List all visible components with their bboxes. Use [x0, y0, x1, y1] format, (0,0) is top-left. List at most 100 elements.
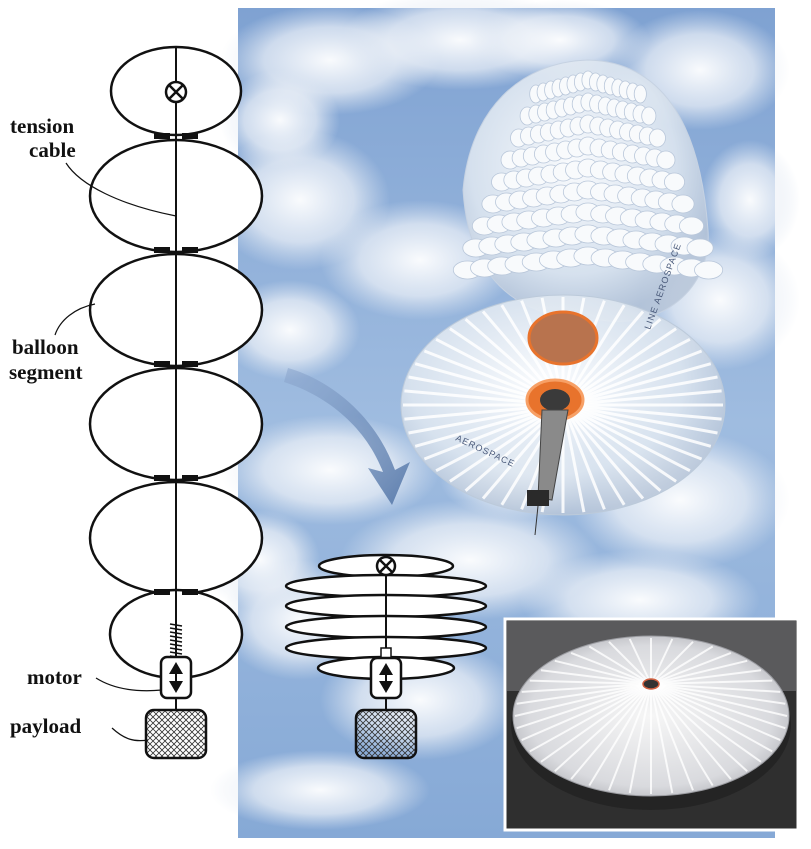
disc-rib	[628, 683, 652, 794]
balloon-cell	[686, 238, 714, 258]
balloon-rib	[562, 403, 718, 435]
disc-rib	[650, 683, 781, 693]
double-arrow-icon	[169, 662, 183, 693]
disc-rib	[650, 683, 748, 772]
segment-joint	[182, 589, 198, 595]
balloon-rib	[561, 404, 645, 500]
balloon-rib	[561, 404, 626, 506]
valve-cross	[379, 559, 393, 573]
segment-joint	[182, 475, 198, 481]
disc-rib	[650, 683, 781, 742]
balloon-cell	[679, 216, 705, 236]
label-segment: segment	[9, 360, 82, 384]
balloon-rib	[562, 403, 712, 448]
balloon-rib	[562, 389, 722, 407]
balloon-cell	[656, 150, 676, 170]
disc-rib	[516, 683, 652, 730]
disc-rib	[514, 683, 652, 717]
tether-line	[534, 505, 539, 536]
balloon-rib	[562, 403, 703, 461]
compressed-balloon-stack	[284, 553, 488, 760]
label-payload: payload	[10, 714, 82, 738]
cloud	[210, 750, 430, 830]
disc-rib	[650, 683, 762, 763]
balloon-rib	[561, 404, 606, 510]
screw-thread	[169, 643, 183, 647]
disc-rib	[516, 683, 652, 705]
segment-joint	[154, 589, 170, 595]
screw-thread	[169, 631, 183, 635]
screw-thread	[169, 627, 183, 631]
segment-joint	[154, 247, 170, 253]
disc-rib	[650, 645, 714, 685]
disc-rib	[554, 659, 652, 685]
disc-rib	[570, 651, 652, 685]
disc-rib	[540, 683, 652, 763]
disc-rib	[650, 683, 773, 753]
disc-rib	[650, 679, 773, 685]
crosshatch-box-icon	[354, 708, 418, 760]
disc-rib	[628, 638, 652, 685]
balloon-cell	[633, 84, 647, 104]
cloud	[700, 140, 800, 260]
balloon-rib	[562, 337, 691, 407]
disc-rib	[650, 669, 762, 685]
upper-hub	[527, 310, 599, 366]
balloon-rib	[562, 375, 718, 407]
disc-rib	[650, 651, 732, 685]
payload-leader	[111, 727, 149, 742]
disc-rib	[554, 683, 652, 772]
extended-balloon-stack	[88, 45, 264, 760]
balloon-segment-leader	[54, 303, 96, 336]
screw-thread	[169, 647, 183, 651]
balloon-rib	[562, 349, 703, 407]
balloon-rib	[562, 403, 691, 473]
segment-joint	[154, 475, 170, 481]
balloon-rib	[562, 362, 712, 407]
disc-rib	[650, 683, 786, 730]
disc-rib	[650, 638, 674, 685]
balloon-rib	[562, 403, 722, 421]
disc-rib	[650, 683, 674, 794]
screw-thread	[169, 623, 183, 627]
compressed-screw	[380, 647, 392, 659]
disc-rib	[650, 659, 748, 685]
cloud	[470, 0, 650, 80]
disc-rib	[570, 683, 652, 780]
segment-joint	[182, 361, 198, 367]
segment-joint	[154, 361, 170, 367]
motor-leader	[95, 677, 163, 692]
label-tension: tension	[10, 114, 75, 138]
collar-center	[540, 389, 570, 411]
motor-column	[537, 409, 569, 501]
disc-rib	[588, 683, 652, 787]
disc-rib	[540, 669, 652, 685]
label-motor: motor	[27, 665, 82, 689]
cloud	[220, 415, 440, 525]
balloon-cell	[648, 128, 666, 148]
balloon-cell	[671, 194, 695, 214]
transition-arrow	[284, 368, 410, 505]
photo-payload	[527, 490, 549, 506]
disc-rib	[650, 683, 714, 787]
label-cable: cable	[29, 138, 76, 162]
segment-joint	[182, 133, 198, 139]
valve-cross	[168, 84, 184, 100]
disc-rib	[650, 683, 786, 705]
cloud	[220, 70, 340, 170]
disc-rib	[650, 683, 732, 780]
segment-joint	[182, 247, 198, 253]
balloon-cell	[641, 106, 657, 126]
disc-rib	[650, 683, 694, 791]
balloon-rib	[562, 403, 662, 492]
balloon-rib	[562, 403, 677, 483]
balloon-cell	[694, 260, 724, 280]
disc-rib	[521, 683, 652, 742]
double-arrow-icon	[379, 663, 393, 693]
crosshatch-box-icon	[144, 708, 208, 760]
screw-thread	[169, 639, 183, 643]
flat-disc-photo	[503, 617, 800, 832]
label-balloon: balloon	[12, 335, 79, 359]
